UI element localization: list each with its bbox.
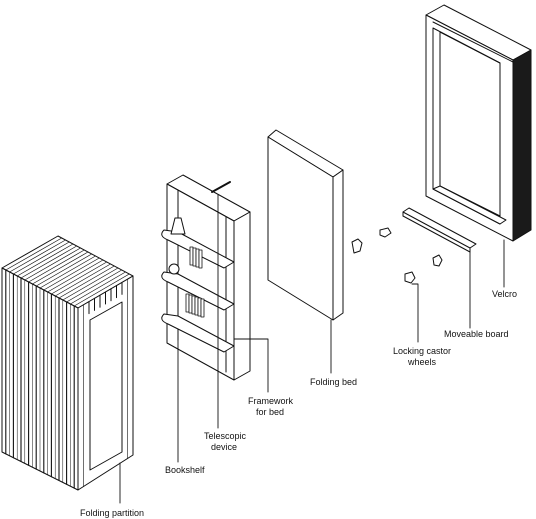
- leader-lines: [119, 194, 505, 504]
- label-framework-for-bed: Framework for bed: [248, 396, 294, 417]
- label-folding-partition: Folding partition: [80, 508, 145, 518]
- label-telescopic-device: Telescopic device: [204, 431, 247, 452]
- label-locking-castor-wheels: Locking castor wheels: [392, 346, 452, 367]
- label-velcro: Velcro: [492, 289, 518, 299]
- bookshelf-unit: [161, 174, 251, 381]
- label-bookshelf: Bookshelf: [165, 465, 205, 475]
- castor-wheels: [351, 227, 443, 284]
- label-moveable-board: Moveable board: [444, 329, 509, 339]
- folding-bed: [267, 129, 344, 321]
- label-folding-bed: Folding bed: [310, 377, 358, 387]
- wardrobe: [425, 4, 532, 242]
- folding-partition: [1, 235, 134, 491]
- moveable-board: [402, 207, 477, 253]
